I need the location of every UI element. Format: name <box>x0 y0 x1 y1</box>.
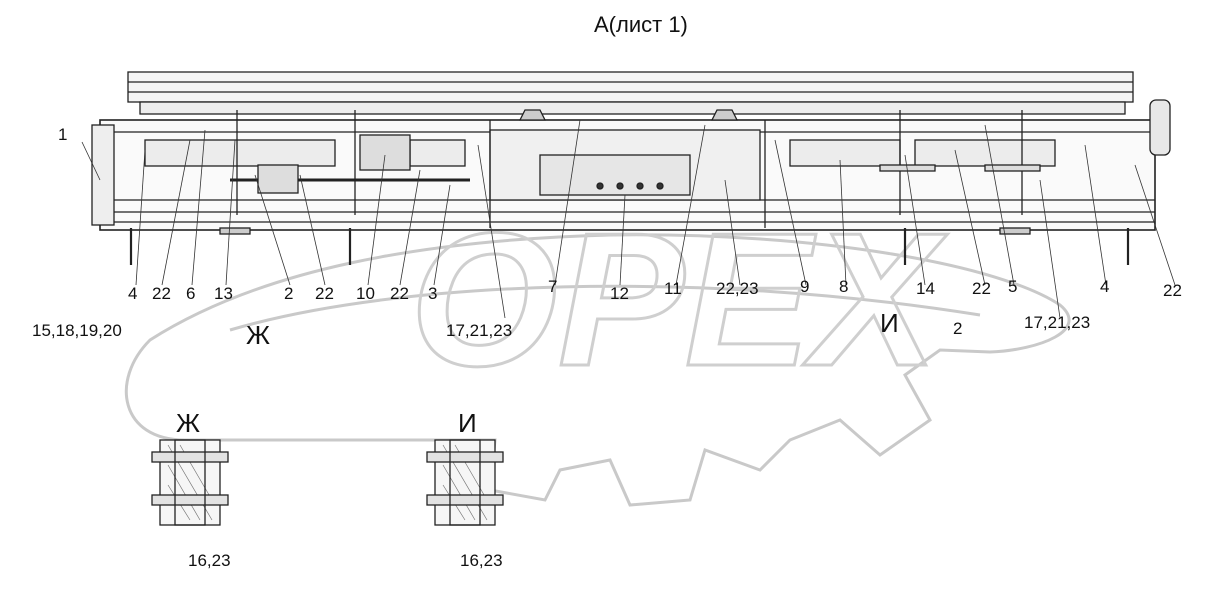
callout-13: 13 <box>214 284 233 303</box>
leader-lines <box>81 119 1176 319</box>
callout-22-d: 22 <box>972 279 991 298</box>
view-mark-zh: Ж <box>246 320 271 350</box>
detail-i-title: И <box>458 408 477 438</box>
sheet-title: А(лист 1) <box>594 12 688 37</box>
callout-1: 1 <box>58 125 68 144</box>
callout-4-left: 4 <box>128 284 138 303</box>
detail-view-i-drawing <box>426 439 504 526</box>
callout-2-b: 2 <box>953 319 963 338</box>
view-mark-i: И <box>880 308 899 338</box>
callout-9: 9 <box>800 277 810 296</box>
callout-11: 11 <box>664 279 682 298</box>
callout-22-a: 22 <box>152 284 171 303</box>
callout-12: 12 <box>610 284 629 303</box>
callout-7: 7 <box>548 277 558 296</box>
callout-2-a: 2 <box>284 284 294 303</box>
detail-view-zh-drawing <box>151 439 229 526</box>
callout-17-21-23-left: 17,21,23 <box>446 321 513 340</box>
callout-22-e: 22 <box>1163 281 1182 300</box>
callout-3: 3 <box>428 284 438 303</box>
callout-22-23: 22,23 <box>716 279 759 298</box>
header-frame <box>91 71 1171 265</box>
callout-22-b: 22 <box>315 284 334 303</box>
callout-10: 10 <box>356 284 375 303</box>
callout-14: 14 <box>916 279 935 298</box>
callout-8: 8 <box>839 277 849 296</box>
callout-6: 6 <box>186 284 196 303</box>
detail-zh-callout: 16,23 <box>188 551 231 570</box>
callout-22-c: 22 <box>390 284 409 303</box>
callout-15-18-19-20: 15,18,19,20 <box>32 321 122 340</box>
callout-17-21-23-right: 17,21,23 <box>1024 313 1091 332</box>
callout-4-right: 4 <box>1100 277 1110 296</box>
detail-zh-title: Ж <box>176 408 201 438</box>
detail-i-callout: 16,23 <box>460 551 503 570</box>
callout-5: 5 <box>1008 277 1018 296</box>
